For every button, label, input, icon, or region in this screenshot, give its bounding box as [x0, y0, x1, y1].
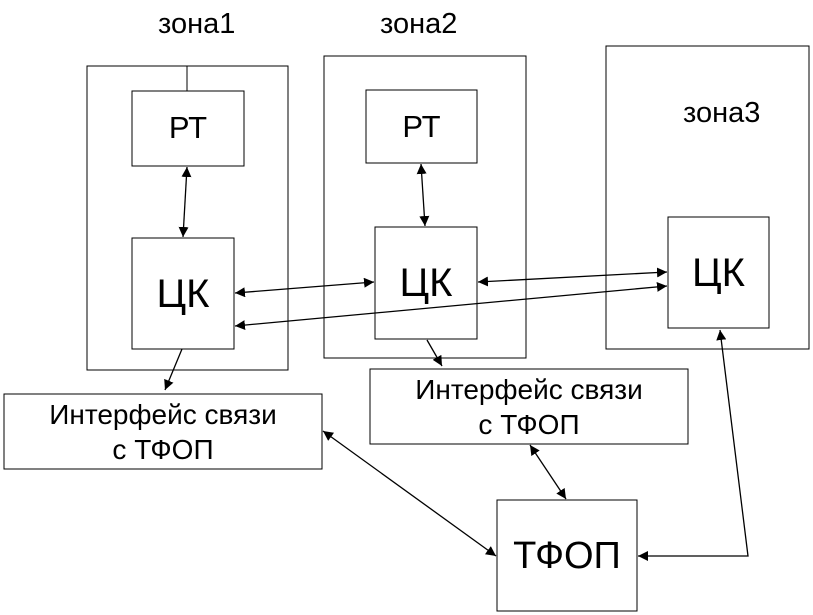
ck-box-zone3 [667, 216, 770, 329]
zone2-title: зона2 [380, 8, 458, 40]
arrow-ck3-tfop [638, 329, 749, 561]
arrow-ck2-interface2 [426, 339, 443, 367]
rt-label-zone1: РТ [168, 110, 208, 145]
interface-label-1-line2: с ТФОП [112, 434, 214, 465]
arrow-interface1-tfop [322, 430, 497, 557]
rt-label-zone2: РТ [402, 109, 441, 144]
interface-label-1: Интерфейс связи с ТФОП [4, 397, 322, 467]
rt-box-zone2 [365, 89, 478, 164]
arrow-ck1-interface1 [164, 348, 183, 391]
interface-box-1 [3, 393, 323, 470]
rt-box-zone1 [131, 90, 245, 167]
ck-box-zone1 [131, 237, 235, 350]
interface-label-1-line1: Интерфейс связи [49, 399, 277, 430]
arrow-rt2-ck2 [416, 163, 430, 227]
arrow-rt1-ck1 [178, 166, 192, 238]
ck-label-zone3: ЦК [692, 251, 745, 295]
zone3-frame [605, 45, 810, 350]
zone3-title: зона3 [683, 97, 761, 129]
interface-label-2-line1: Интерфейс связи [415, 374, 643, 405]
interface-label-2: Интерфейс связи с ТФОП [370, 372, 688, 442]
tfop-label: ТФОП [513, 535, 621, 577]
arrow-ck1-ck3 [234, 281, 668, 331]
arrow-interface2-tfop [529, 444, 567, 500]
zone2-frame [323, 55, 527, 359]
interface-label-2-line2: с ТФОП [478, 409, 580, 440]
ck-label-zone2: ЦК [399, 261, 453, 305]
zone1-title: зона1 [158, 8, 236, 40]
arrow-ck1-ck2 [234, 277, 375, 298]
arrow-ck2-ck3 [477, 267, 668, 287]
tfop-box [496, 499, 638, 612]
ck-label-zone1: ЦК [156, 272, 210, 316]
